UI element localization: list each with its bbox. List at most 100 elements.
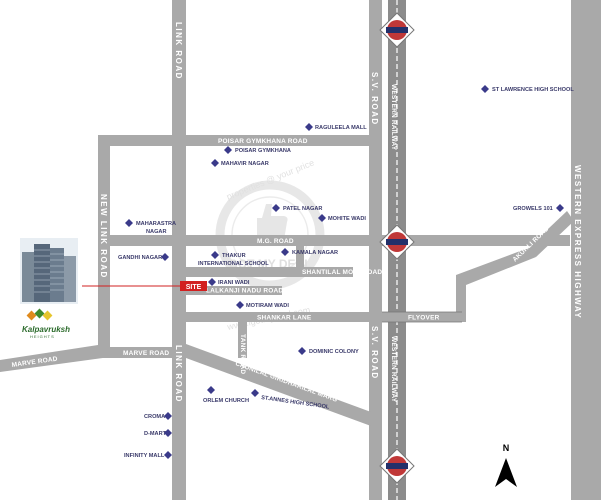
flyover-label: FLYOVER (408, 315, 440, 322)
landmark-label: POISAR GYMKHANA (235, 148, 291, 154)
landmark: MOTIRAM WADI (236, 301, 289, 309)
landmark: IRANI WADI (208, 278, 250, 286)
landmark-label: INFINITY MALL (124, 453, 165, 459)
landmark-marker-icon (281, 248, 289, 256)
shantilal-modi-road (186, 267, 353, 277)
landmark: GANDHI NAGAR (118, 253, 169, 261)
landmark-label: INTERNATIONAL SCHOOL (198, 261, 269, 267)
landmark: INFINITY MALL (124, 451, 172, 459)
landmark-label: MAHAVIR NAGAR (221, 161, 269, 167)
shantilal-modi-road-label: SHANTILAL MODI ROAD (302, 269, 382, 276)
flyover-deck (382, 312, 462, 322)
thumbs-up-icon (257, 204, 288, 240)
link-road-label: LINK ROAD (174, 345, 183, 403)
tank-road-label: TANK ROAD (239, 334, 246, 374)
north-label: N (503, 443, 510, 453)
site-marker: SITE (82, 281, 207, 291)
station-marker (379, 448, 415, 484)
logo-leaf-icon (42, 310, 53, 321)
site-label: SITE (186, 284, 202, 291)
landmark-label: GANDHI NAGAR (118, 255, 162, 261)
road-connector (296, 246, 304, 269)
new-link-road-label: NEW LINK ROAD (99, 194, 108, 279)
western-railway-label: WESTERN RAILWAY (390, 84, 397, 151)
landmark-marker-icon (236, 301, 244, 309)
north-arrow-icon (495, 458, 517, 487)
landmark-marker-icon (164, 412, 172, 420)
landmark: KAMALA NAGAR (281, 248, 338, 256)
akurli-road-link (529, 211, 574, 257)
landmark-marker-icon (164, 429, 172, 437)
landmark: DOMINIC COLONY (298, 347, 359, 355)
akurli-road-east (456, 247, 536, 322)
chunilal-road (186, 344, 371, 426)
landmark-marker-icon (481, 85, 489, 93)
site-badge (180, 281, 207, 291)
landmark-label: PATEL NAGAR (283, 206, 322, 212)
landmark: CROMA (144, 412, 172, 420)
landmark: GROWELS 101 (513, 204, 564, 212)
north-arrow: N (495, 443, 517, 487)
western-express-highway-label: WESTERN EXPRESS HIGHWAY (573, 165, 582, 319)
chunilal-road-label: CHUNILAL GIRIDHARILAL MARG (234, 360, 338, 404)
project-name: Kalpavruksh (22, 325, 70, 334)
landmark-label: RAGULEELA MALL (315, 125, 367, 131)
sv-road-label: S.V. ROAD (370, 326, 379, 380)
sv-road-label: S.V. ROAD (370, 72, 379, 126)
railway-stations (379, 12, 415, 484)
landmark-marker-icon (211, 159, 219, 167)
landmark-label: CROMA (144, 414, 165, 420)
landmark: MAHAVIR NAGAR (211, 159, 269, 167)
poisar-gymkhana-road (98, 135, 380, 146)
landmark: ST LAWRENCE HIGH SCHOOL (481, 85, 574, 93)
poisar-gymkhana-road-label: POISAR GYMKHANA ROAD (218, 138, 308, 145)
landmark-label: DOMINIC COLONY (309, 349, 359, 355)
landmark: MOHITE WADI (318, 214, 366, 222)
link-road-label: LINK ROAD (174, 22, 183, 80)
station-marker (379, 12, 415, 48)
landmark-label: NAGAR (146, 229, 167, 235)
project-logo: Kalpavruksh HEIGHTS (22, 308, 70, 339)
tank-road (238, 322, 247, 358)
logo-leaf-icon (34, 308, 45, 319)
landmark-label: THAKUR (222, 253, 246, 259)
building-image (20, 238, 78, 304)
landmark: RAGULEELA MALL (305, 123, 367, 131)
landmark-marker-icon (208, 278, 216, 286)
landmark: PATEL NAGAR (272, 204, 322, 212)
landmark-marker-icon (272, 204, 280, 212)
landmark-marker-icon (305, 123, 313, 131)
landmark-marker-icon (161, 253, 169, 261)
sv-road (369, 0, 382, 500)
logo-leaf-icon (26, 310, 37, 321)
shankar-lane (186, 312, 461, 322)
station-marker (379, 224, 415, 260)
landmark-label: IRANI WADI (218, 280, 250, 286)
landmark: MAHARASTRA NAGAR (125, 219, 176, 235)
western-railway-label: WESTERN RAILWAY (390, 336, 397, 403)
landmark-marker-icon (125, 219, 133, 227)
mg-road (110, 235, 570, 246)
flyover (382, 311, 462, 323)
landmark-marker-icon (164, 451, 172, 459)
project-subtitle: HEIGHTS (30, 334, 55, 339)
lalkanji-nadu-road-label: LALKANJI NADU ROAD (206, 288, 283, 295)
new-link-road (98, 135, 110, 352)
landmark: D-MART (144, 429, 172, 437)
landmark-marker-icon (224, 146, 232, 154)
landmark-marker-icon (318, 214, 326, 222)
landmark-label: MOTIRAM WADI (246, 303, 289, 309)
landmark-label: GROWELS 101 (513, 206, 553, 212)
mg-road-label: M.G. ROAD (257, 238, 294, 245)
western-express-highway (571, 0, 601, 500)
landmark-marker-icon (556, 204, 564, 212)
landmark-label: MOHITE WADI (328, 216, 366, 222)
landmark-marker-icon (251, 389, 259, 397)
landmark-label: ST LAWRENCE HIGH SCHOOL (492, 87, 574, 93)
landmark-marker-icon (207, 386, 215, 394)
landmark: THAKUR INTERNATIONAL SCHOOL (198, 251, 269, 267)
landmark-marker-icon (211, 251, 219, 259)
landmark-label: ORLEM CHURCH (203, 398, 249, 404)
